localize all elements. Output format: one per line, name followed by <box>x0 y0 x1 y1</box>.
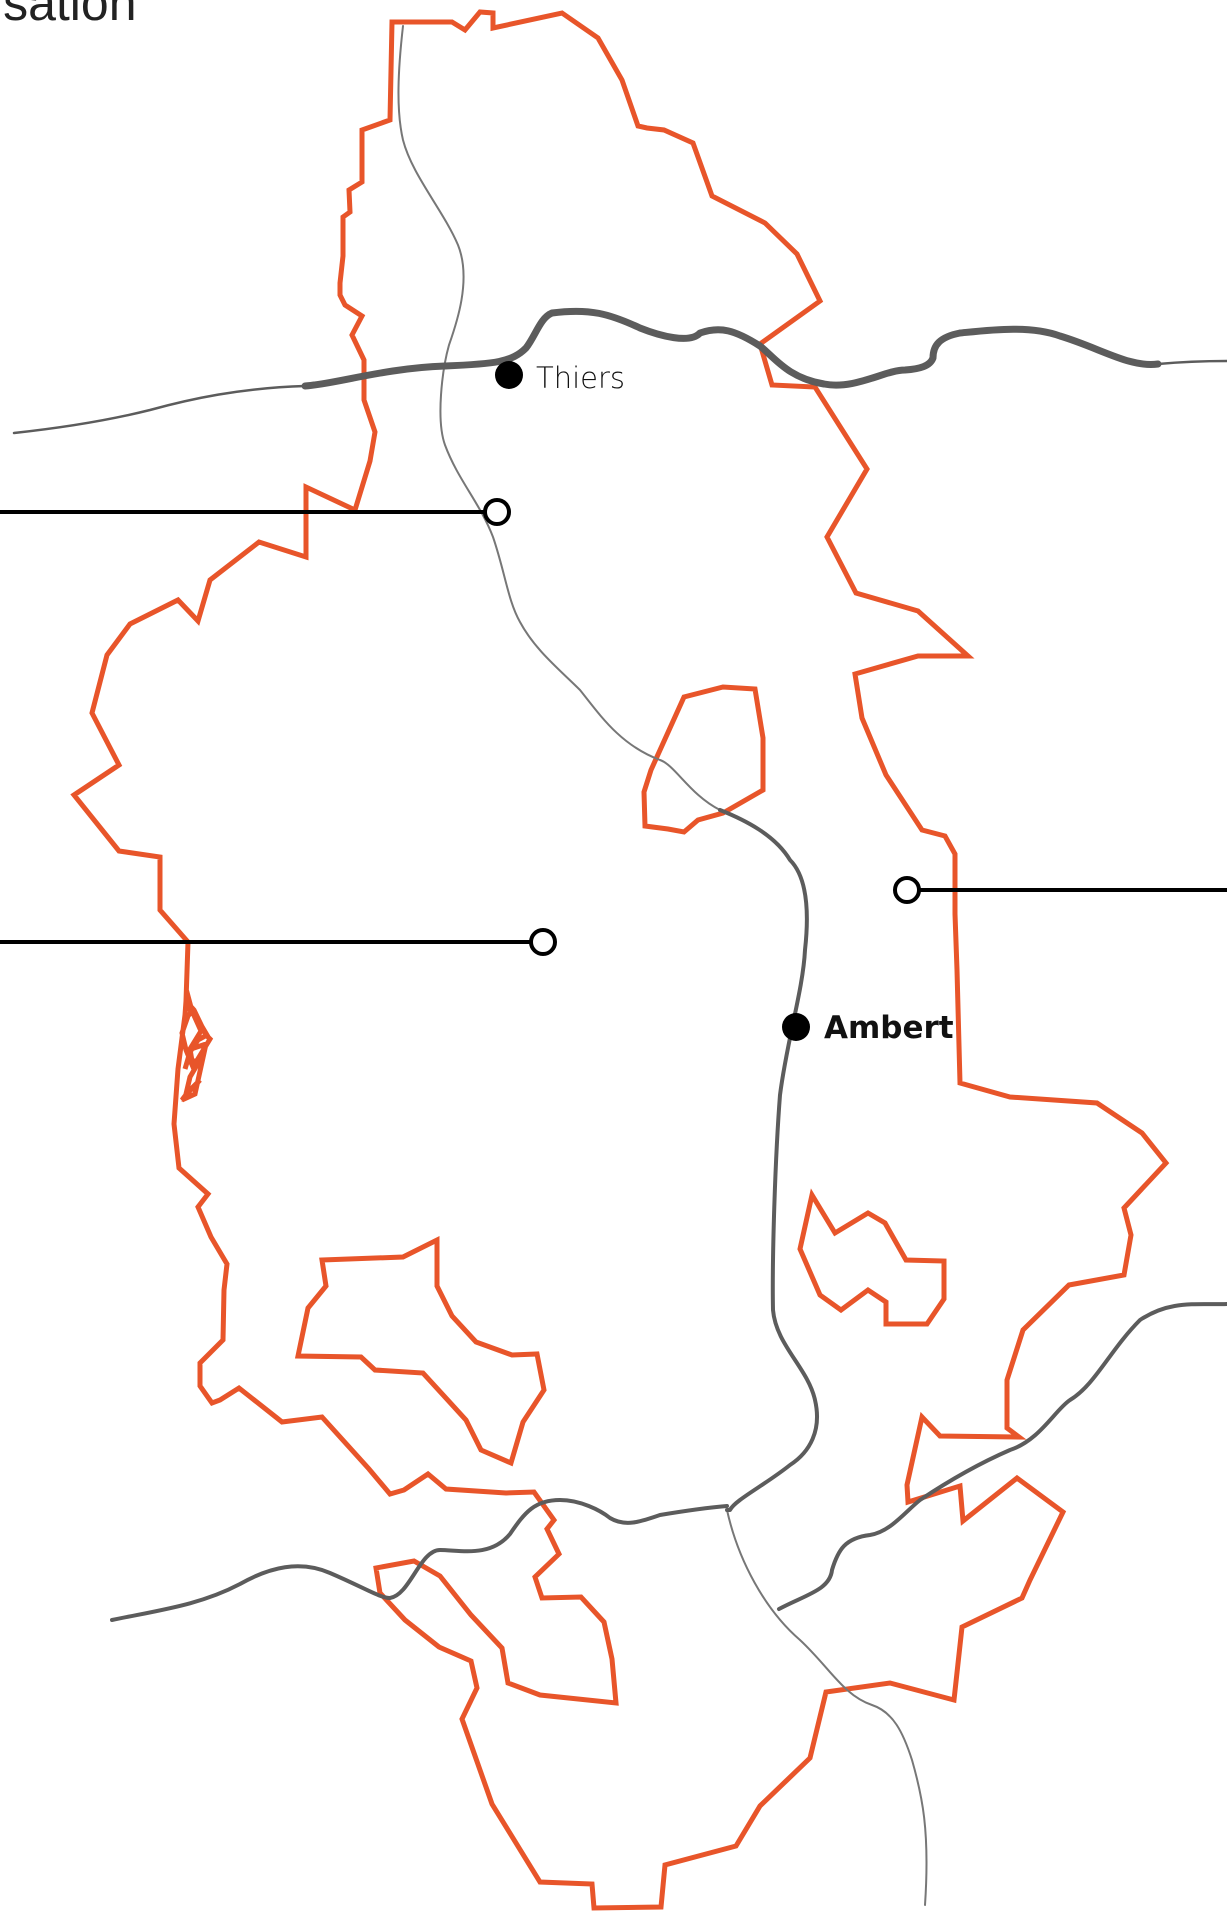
open-circle-marker-icon[interactable] <box>529 928 557 956</box>
inner-boundary-enclave-1 <box>641 684 766 835</box>
map-title: isation <box>0 0 137 31</box>
city-dot-icon[interactable] <box>782 1013 810 1041</box>
inner-boundary-enclave-3 <box>294 1235 547 1467</box>
road-east-extension <box>1156 359 1227 366</box>
rivers <box>397 25 928 1906</box>
river-south <box>726 1509 928 1906</box>
cities: Thiers Ambert <box>495 361 954 1046</box>
road-north-south <box>718 808 819 1512</box>
city-label-ambert: Ambert <box>824 1010 954 1046</box>
road-south-east <box>777 1302 1227 1611</box>
inner-boundary-enclave-2 <box>797 1188 947 1327</box>
city-label-thiers: Thiers <box>536 361 625 395</box>
road-west-extension <box>12 384 307 435</box>
city-dot-icon[interactable] <box>495 361 523 389</box>
open-circle-marker-icon[interactable] <box>483 498 511 526</box>
road-south-west <box>110 1498 729 1622</box>
river-north <box>397 25 721 811</box>
leader-lines <box>0 510 1227 944</box>
markers <box>483 498 921 956</box>
main-boundary-outline <box>70 9 1170 1911</box>
territory-boundary <box>70 9 1170 1911</box>
major-road-east-west <box>301 307 1162 390</box>
open-circle-marker-icon[interactable] <box>893 876 921 904</box>
roads <box>12 307 1227 1622</box>
